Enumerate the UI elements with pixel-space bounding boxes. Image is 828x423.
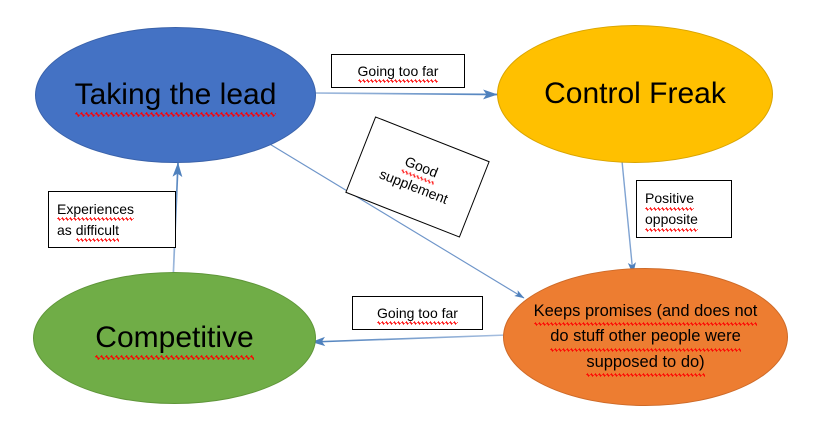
node-competitive-text: Competitive — [95, 320, 255, 360]
node-keeps-promises-line-3: supposed to do) — [586, 350, 706, 377]
edge-label-good-supplement[interactable]: Good supplement — [345, 116, 490, 238]
node-keeps-promises[interactable]: Keeps promises (and does not do stuff ot… — [503, 268, 788, 406]
edge-label-going-too-far-bottom-text: Going too far — [353, 303, 482, 326]
edge-keeps-promises-to-competitive — [311, 334, 508, 347]
edge-control-freak-to-keeps-promises — [621, 160, 636, 275]
positive-line-2: opposite — [645, 209, 698, 232]
node-competitive[interactable]: Competitive — [33, 272, 316, 404]
edge-label-positive-opposite[interactable]: Positive opposite — [636, 180, 732, 238]
edge-label-experiences-as-difficult[interactable]: Experiences as difficult — [48, 191, 176, 248]
going-too-far-bottom-string: Going too far — [377, 303, 458, 326]
edge-label-positive-opposite-text: Positive opposite — [637, 188, 731, 232]
node-keeps-promises-label: Keeps promises (and does not do stuff ot… — [528, 299, 764, 377]
difficult-word: difficult — [75, 220, 120, 243]
node-control-freak[interactable]: Control Freak — [497, 25, 773, 163]
node-keeps-promises-line-1: Keeps promises (and does not — [533, 299, 757, 326]
going-too-far-top-string: Going too far — [357, 61, 438, 84]
node-taking-the-lead[interactable]: Taking the lead — [35, 27, 316, 163]
edge-label-going-too-far-top[interactable]: Going too far — [331, 54, 465, 88]
experiences-line-1: Experiences — [57, 199, 135, 222]
node-control-freak-label: Control Freak — [544, 76, 726, 110]
edge-label-going-too-far-bottom[interactable]: Going too far — [352, 296, 483, 330]
edge-lead-to-control-freak — [312, 89, 498, 100]
node-taking-the-lead-label: Taking the lead — [69, 77, 283, 117]
edge-label-good-supplement-text: Good supplement — [354, 135, 482, 218]
edge-label-experiences-as-difficult-text: Experiences as difficult — [49, 199, 175, 243]
positive-line-1: Positive — [645, 188, 695, 211]
node-keeps-promises-line-2: do stuff other people were — [550, 324, 741, 352]
node-competitive-label: Competitive — [89, 320, 259, 360]
experiences-line-2: as difficult — [57, 220, 120, 243]
node-taking-the-lead-text: Taking the lead — [74, 77, 276, 117]
edge-label-going-too-far-top-text: Going too far — [332, 61, 464, 84]
